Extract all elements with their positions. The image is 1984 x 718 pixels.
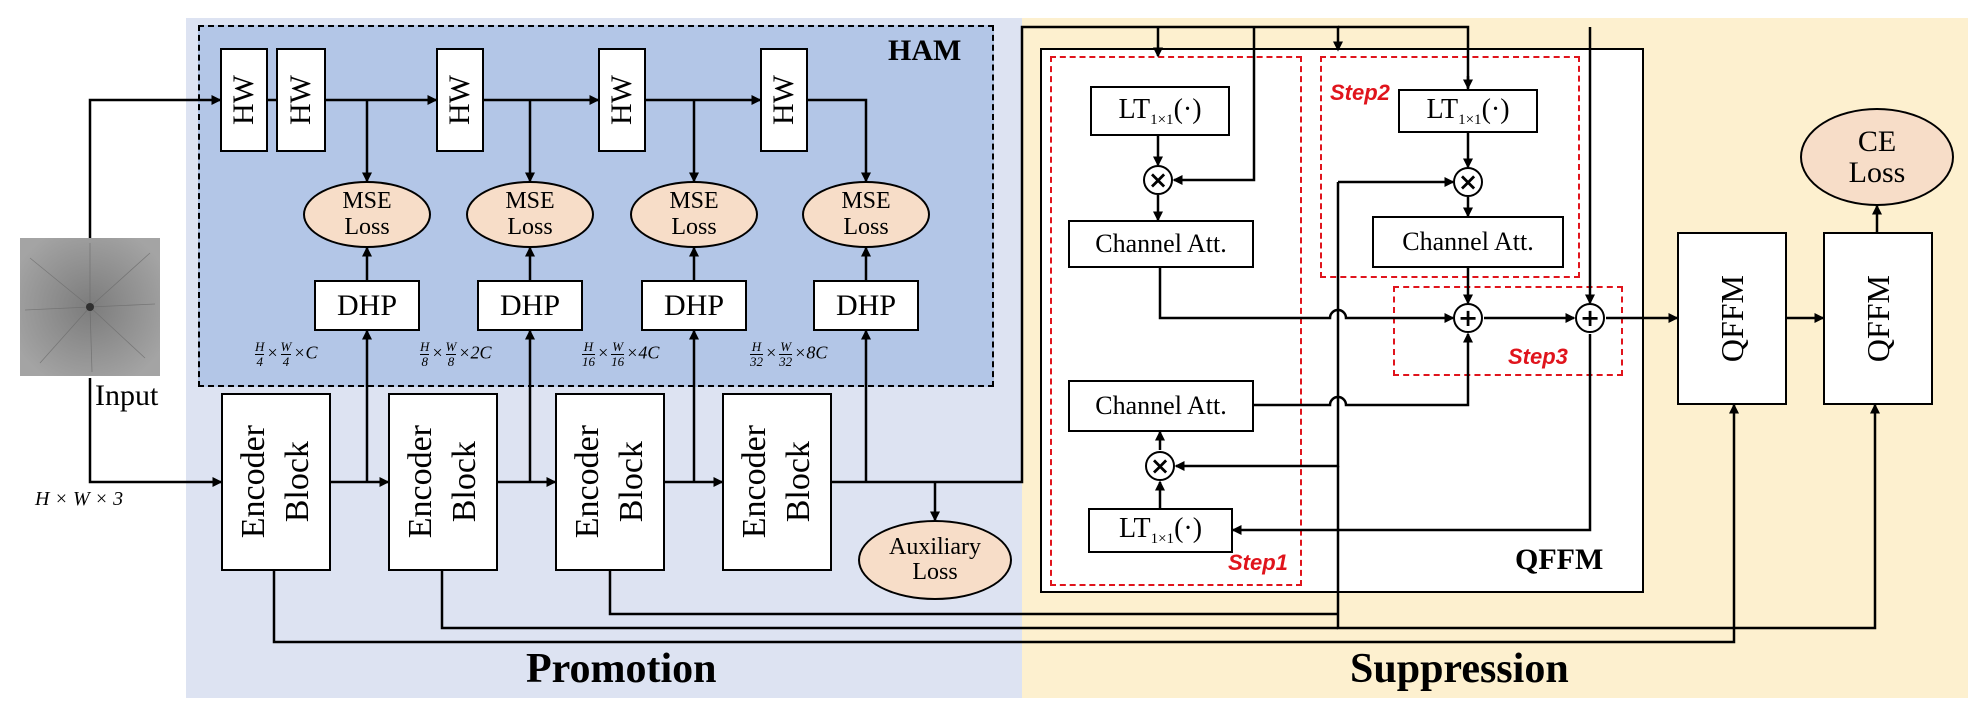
dhp-block-2: DHP	[477, 280, 583, 331]
suppression-title: Suppression	[1350, 646, 1569, 692]
qffm-panel	[1040, 48, 1644, 593]
step3-label: Step3	[1508, 344, 1568, 369]
promotion-title: Promotion	[526, 646, 717, 692]
channel-att-3: Channel Att.	[1068, 380, 1254, 432]
dhp-block-3: DHP	[641, 280, 747, 331]
qffm-block-1: QFFM	[1677, 232, 1787, 405]
lt-block-step2: LT1×1(·)	[1398, 89, 1538, 133]
multiply-op-2: ×	[1453, 167, 1483, 197]
add-op-1: +	[1453, 303, 1483, 333]
lt-block-step1-bottom: LT1×1(·)	[1088, 508, 1233, 553]
channel-att-1: Channel Att.	[1068, 220, 1254, 268]
hw-block-4: HW	[598, 48, 646, 152]
step2-region	[1320, 56, 1580, 278]
hw-block-5: HW	[760, 48, 808, 152]
hw-block-2: HW	[276, 48, 326, 152]
ham-title: HAM	[888, 34, 962, 67]
input-shape: H × W × 3	[35, 488, 124, 510]
step2-label: Step2	[1330, 80, 1390, 105]
step1-region	[1050, 56, 1302, 586]
dhp-block-4: DHP	[813, 280, 919, 331]
step1-label: Step1	[1228, 550, 1288, 575]
hw-block-1: HW	[220, 48, 268, 152]
add-op-2: +	[1575, 303, 1605, 333]
step3-region	[1393, 286, 1623, 376]
channel-att-2: Channel Att.	[1372, 216, 1564, 268]
multiply-op-1: ×	[1143, 165, 1173, 195]
lt-block-step1-top: LT1×1(·)	[1090, 86, 1230, 136]
qffm-title: QFFM	[1515, 543, 1604, 576]
multiply-op-3: ×	[1145, 451, 1175, 481]
input-label: Input	[95, 379, 159, 412]
input-image	[20, 238, 160, 376]
dhp-block-1: DHP	[314, 280, 420, 331]
qffm-block-2: QFFM	[1823, 232, 1933, 405]
hw-block-3: HW	[436, 48, 484, 152]
